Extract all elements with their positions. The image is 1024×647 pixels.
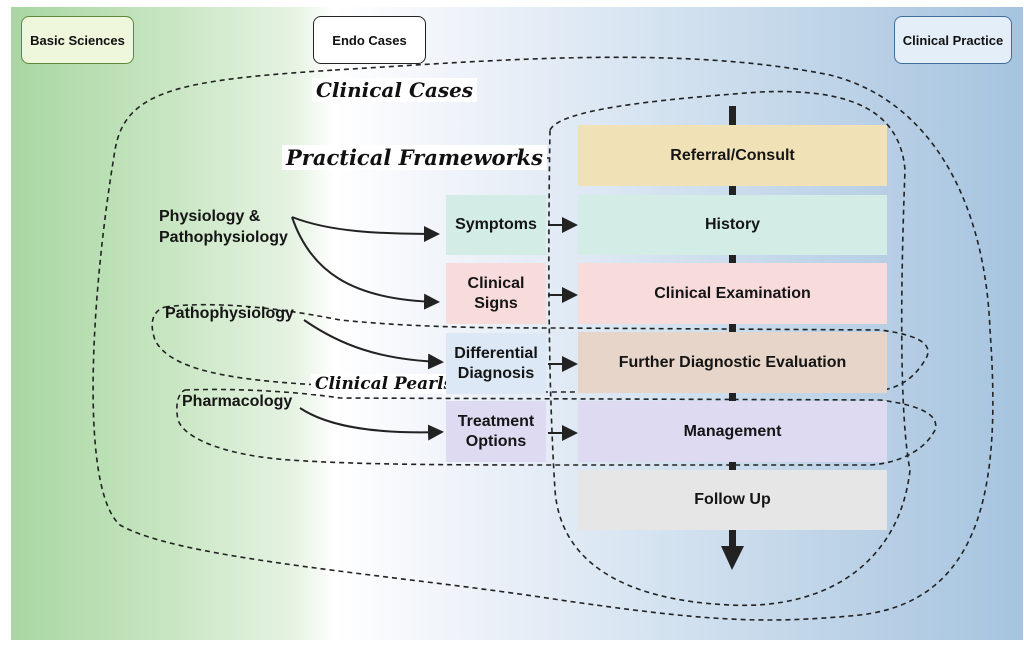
arrow-physiology-to-symptoms <box>291 216 440 242</box>
pipeline-step-referral: Referral/Consult <box>578 125 887 186</box>
clinical-pearls-title: Clinical Pearls <box>311 374 458 395</box>
clinical-cases-outline <box>92 56 994 621</box>
endo-cases-label: Endo Cases <box>332 32 407 48</box>
clinical-practice-tag: Clinical Practice <box>894 16 1012 64</box>
arrow-pharmacology-to-treatment <box>299 407 444 441</box>
differential-diagnosis-label: Differential Diagnosis <box>454 344 538 382</box>
pipeline-spine <box>729 106 736 546</box>
basic-sciences-tag: Basic Sciences <box>21 16 134 64</box>
treatment-options-box: Treatment Options <box>446 401 546 462</box>
practical-frameworks-outline <box>548 90 911 607</box>
treatment-options-label: Treatment Options <box>457 412 535 450</box>
practical-frameworks-title: Practical Frameworks <box>282 145 547 171</box>
clinical-cases-title: Clinical Cases <box>312 78 478 102</box>
differential-diagnosis-box: Differential Diagnosis <box>446 333 546 394</box>
arrow-pathophysiology-to-differential <box>303 319 444 370</box>
pipeline-step-history: History <box>578 195 887 255</box>
pathophysiology-label: Pathophysiology <box>165 305 294 322</box>
pipeline-end-arrow-icon <box>721 546 744 570</box>
pipeline-step-label: Referral/Consult <box>670 146 795 164</box>
pipeline-step-examination: Clinical Examination <box>578 263 887 324</box>
pipeline-step-label: Management <box>683 422 782 440</box>
arrow-physiology-to-signs <box>291 216 440 310</box>
pipeline-step-follow-up: Follow Up <box>578 470 887 530</box>
pipeline-step-label: Follow Up <box>694 491 771 508</box>
pearls-upper-outline <box>151 303 929 393</box>
pharmacology-label: Pharmacology <box>182 393 293 410</box>
clinical-signs-box: Clinical Signs <box>446 263 546 324</box>
basic-sciences-label: Basic Sciences <box>30 32 125 48</box>
pipeline-step-label: Further Diagnostic Evaluation <box>618 353 847 371</box>
pipeline-step-evaluation: Further Diagnostic Evaluation <box>578 332 887 393</box>
symptoms-box: Symptoms <box>446 195 546 255</box>
symptoms-label: Symptoms <box>455 216 537 233</box>
pipeline-step-management: Management <box>578 401 887 462</box>
endo-cases-tag: Endo Cases <box>313 16 426 64</box>
pipeline-step-label: History <box>704 216 761 233</box>
pipeline-step-label: Clinical Examination <box>654 284 811 302</box>
clinical-practice-label: Clinical Practice <box>902 32 1004 48</box>
clinical-signs-label: Clinical Signs <box>467 274 525 312</box>
physiology-pathophysiology-label: Physiology & Pathophysiology <box>159 208 288 246</box>
